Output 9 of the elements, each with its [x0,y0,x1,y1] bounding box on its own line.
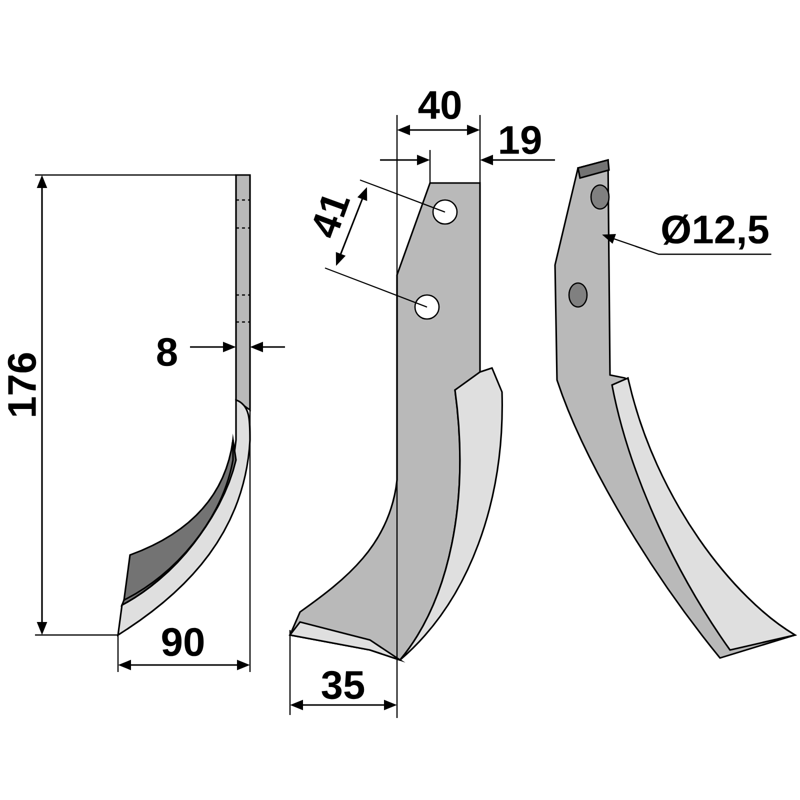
dimension-label: 19 [500,126,541,154]
dimension-label: 90 [162,628,204,656]
dimension-label: 41 [314,196,350,238]
dimension-label: 40 [418,90,461,120]
dimension-label: Ø12,5 [662,214,768,250]
dimension-label: 35 [322,670,364,700]
mounting-hole [590,184,610,210]
dimension-label: 8 [157,338,177,366]
dimension-label: 176 [8,353,36,416]
